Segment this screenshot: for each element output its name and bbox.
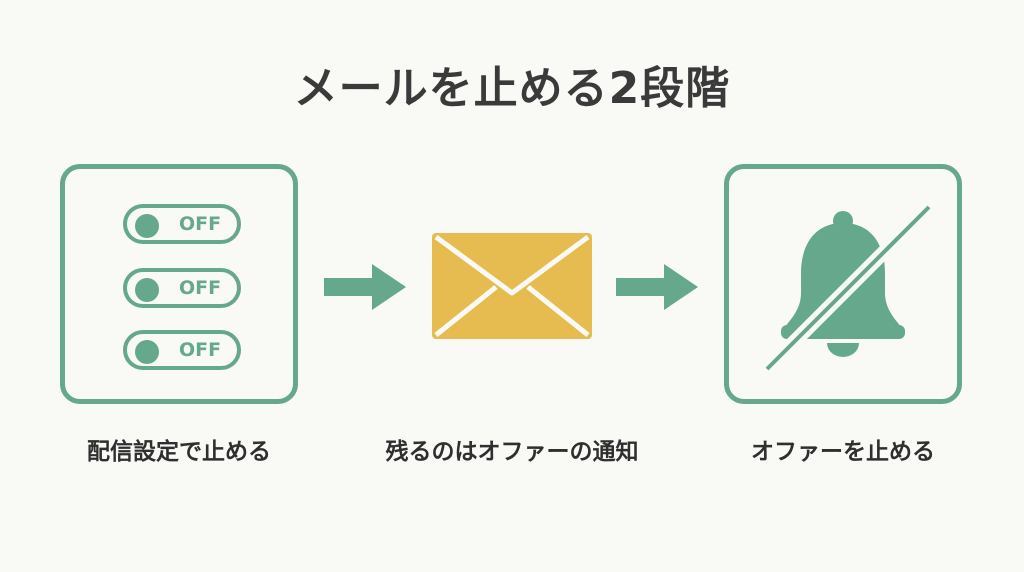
step-label-remaining-notifications: 残るのはオファーの通知 (385, 439, 639, 465)
toggle-switch[interactable]: OFF (123, 204, 241, 244)
toggle-state-label: OFF (179, 339, 222, 361)
toggle-switch[interactable]: OFF (123, 268, 241, 308)
arrow-right-icon (616, 264, 698, 310)
toggle-switch[interactable]: OFF (123, 330, 241, 370)
toggle-state-label: OFF (179, 213, 222, 235)
page-title: メールを止める2段階 (293, 63, 731, 114)
step-label-stop-offers: オファーを止める (751, 439, 935, 465)
toggle-state-label: OFF (179, 277, 222, 299)
settings-panel: OFF OFF OFF (60, 164, 298, 404)
toggle-knob (135, 340, 159, 364)
toggle-knob (135, 278, 159, 302)
toggle-knob (135, 214, 159, 238)
notification-panel (724, 164, 962, 404)
arrow-right-icon (324, 264, 406, 310)
step-label-settings: 配信設定で止める (87, 439, 271, 465)
envelope-icon (432, 233, 592, 339)
bell-off-icon (762, 202, 934, 374)
